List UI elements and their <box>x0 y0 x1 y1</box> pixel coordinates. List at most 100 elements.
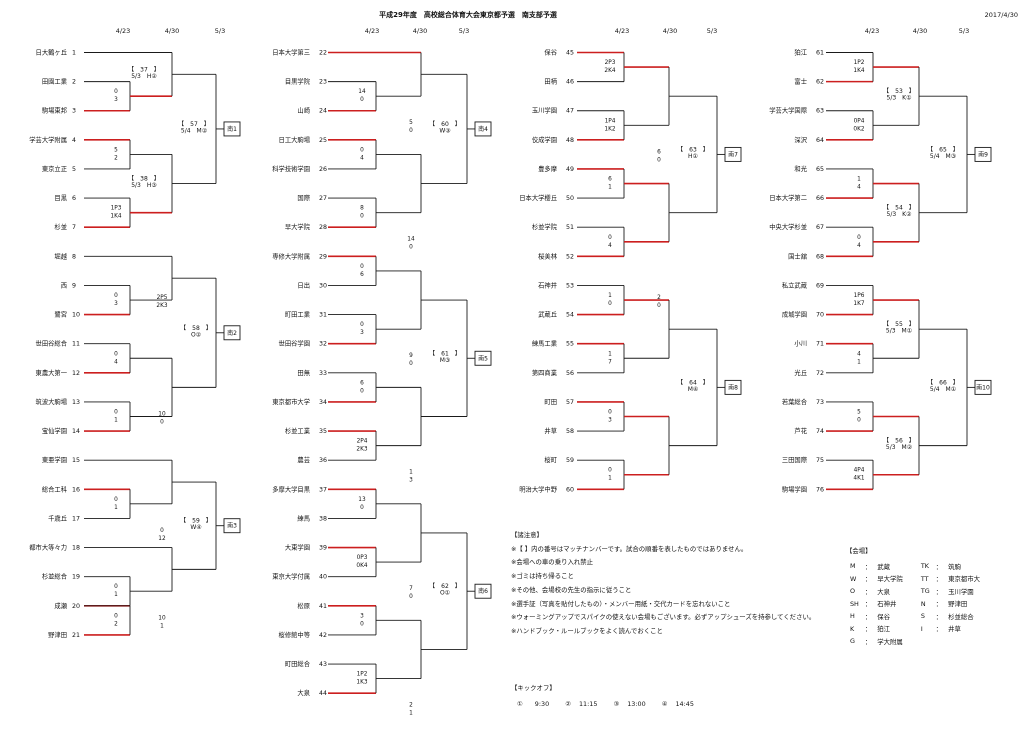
venue-code: S <box>920 612 925 621</box>
bracket-lines <box>84 51 992 694</box>
score-value: 0 <box>360 264 364 270</box>
score-value: 1P4 <box>605 118 616 124</box>
team-number: 23 <box>319 79 327 86</box>
score-value: 0 <box>657 157 661 163</box>
score-value: 0 <box>857 418 861 424</box>
team-name: 狛江 <box>794 48 807 57</box>
score-value: 0 <box>360 621 364 627</box>
round-date-header: 5/3 <box>959 27 969 35</box>
score-value: 0 <box>360 214 364 220</box>
team-name: 目黒学院 <box>285 77 311 86</box>
team-name: 和光 <box>794 164 807 173</box>
team-name: 私立武蔵 <box>782 280 808 289</box>
note-item: ※その他、会場校の先生の指示に従うこと <box>511 585 632 594</box>
score-value: 0 <box>114 497 118 503</box>
score-value: 1 <box>608 351 612 357</box>
score-value: 3 <box>409 478 413 484</box>
team-name: 杉並学院 <box>532 222 558 231</box>
score-value: 10 <box>158 411 166 417</box>
team-name: 世田谷学園 <box>279 339 310 348</box>
group-box <box>474 350 492 366</box>
team-name: 宝仙学園 <box>42 426 67 435</box>
team-name: 松原 <box>297 601 310 610</box>
match-label: 【 38 】 <box>128 176 160 183</box>
score-value: 0 <box>857 235 861 241</box>
score-value: 14 <box>407 237 415 243</box>
team-number: 29 <box>319 253 327 260</box>
kickoff-mark: ④ <box>661 700 668 708</box>
team-number: 9 <box>72 282 76 289</box>
match-detail: O① <box>440 590 450 597</box>
team-name: 日本大学第三 <box>272 48 310 57</box>
team-number: 64 <box>816 137 824 144</box>
round-date-header: 4/30 <box>165 27 180 35</box>
team-number: 10 <box>72 312 80 319</box>
venue-code: TT <box>920 574 929 583</box>
team-number: 46 <box>566 79 574 86</box>
team-name: 成城学園 <box>782 310 807 319</box>
score-value: 0 <box>608 301 612 307</box>
score-value: 0 <box>657 303 661 309</box>
score-value: 6 <box>608 177 612 183</box>
team-number: 24 <box>319 108 327 115</box>
score-value: 0 <box>360 147 364 153</box>
score-value: 1 <box>160 623 164 629</box>
team-number: 13 <box>72 399 80 406</box>
group-box <box>223 121 241 137</box>
venues-title: 【会場】 <box>846 547 872 555</box>
score-value: 5 <box>857 410 861 416</box>
team-number: 11 <box>72 341 80 348</box>
kickoff-mark: ③ <box>613 700 620 708</box>
note-item: ※【 】内の番号はマッチナンバーです。試合の順番を表したものではありません。 <box>511 544 748 553</box>
score-value: 1 <box>857 177 861 183</box>
team-number: 3 <box>72 108 76 115</box>
group-box <box>974 379 992 395</box>
score-value: 3 <box>360 330 364 336</box>
note-item: ※ハンドブック・ルールブックをよく読んでおくこと <box>511 626 663 635</box>
score-value: 4 <box>608 243 612 249</box>
venue-code: TK <box>920 562 929 571</box>
team-name: 東京都市大学 <box>272 397 310 406</box>
score-value: 0 <box>114 613 118 619</box>
team-number: 76 <box>816 486 824 493</box>
score-value: 0K4 <box>356 563 367 569</box>
match-detail: W④ <box>190 524 201 531</box>
score-value: 1P2 <box>357 672 368 678</box>
team-name: 多摩大学目黒 <box>272 484 310 493</box>
score-value: 0 <box>409 245 413 251</box>
match-detail: 5/4 M③ <box>930 153 956 160</box>
group-box <box>223 518 241 534</box>
notes-section: 【諸注意】 ※【 】内の番号はマッチナンバーです。試合の順番を表したものではあり… <box>511 529 815 639</box>
match-detail: O② <box>191 331 202 338</box>
match-detail: M③ <box>440 357 451 364</box>
team-name: 東農大第一 <box>36 368 68 377</box>
match-detail: 5/3 M① <box>886 328 912 335</box>
team-name: 若葉総合 <box>782 397 808 406</box>
team-number: 55 <box>566 341 574 348</box>
team-name: 保谷 <box>544 48 557 57</box>
group-box-label: 南2 <box>227 329 237 337</box>
team-name: 千歳丘 <box>48 513 67 522</box>
score-value: 8 <box>360 206 364 212</box>
score-value: 1 <box>114 592 118 598</box>
group-box-label: 南1 <box>227 125 237 133</box>
match-label: 【 56 】 <box>883 438 915 445</box>
kickoff-time: 13:00 <box>627 700 646 708</box>
team-number: 25 <box>319 137 327 144</box>
score-value: 2K3 <box>356 447 367 453</box>
team-number: 14 <box>72 428 80 435</box>
team-name: 国際 <box>297 193 310 202</box>
team-number: 59 <box>566 457 574 464</box>
venue-code: K <box>850 624 855 633</box>
match-label: 【 57 】 <box>178 121 210 128</box>
match-detail: 5/3 H③ <box>131 182 157 189</box>
venue-code: M <box>850 562 856 571</box>
match-detail: 5/4 M② <box>181 127 208 134</box>
team-number: 73 <box>816 399 824 406</box>
score-value: 0K2 <box>853 126 864 132</box>
team-number: 60 <box>566 486 574 493</box>
team-name: 筑波大駒場 <box>36 397 68 406</box>
score-value: 9 <box>409 353 413 359</box>
score-value: 1K4 <box>110 214 121 220</box>
venue-name: 杉並総合 <box>948 612 974 621</box>
